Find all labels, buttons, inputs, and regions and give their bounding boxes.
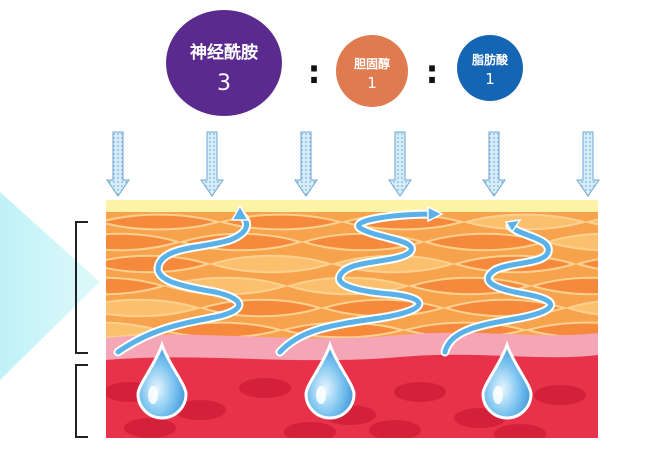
water-droplets [136,340,533,420]
dermis-cell [239,378,291,398]
ratio-name-ceramide: 神经酰胺 [190,42,258,63]
dermis-cells [106,378,586,438]
water-droplet-icon [304,340,356,420]
wavy-arrow-icon [504,219,522,234]
water-droplet-icon [136,340,188,420]
dermis-bracket [75,364,88,438]
water-path-1 [115,211,249,355]
decorative-triangle [0,192,100,380]
epidermis-cell [208,254,334,274]
down-arrow-icon [106,131,130,197]
ratio-circle-ceramide [166,10,282,116]
down-arrow-icon [576,131,600,197]
dermis-cell [284,422,336,438]
ratio-value-fatty-acid: 1 [485,70,495,88]
skin-cross-section [106,200,598,438]
dermis-cell [174,400,226,420]
epidermis-cell [462,213,588,231]
epidermis-cell [106,232,182,252]
water-droplet-icon [481,340,533,420]
epidermis-cell [106,213,222,231]
water-path-2 [277,211,438,355]
epidermis-cell [106,276,167,296]
dermis-cell [369,420,421,438]
penetration-arrows [106,131,600,197]
down-arrow-icon [294,131,318,197]
ratio-value-cholesterol: 1 [367,74,377,92]
down-arrow-icon [482,131,506,197]
epidermis-cell [574,258,598,270]
down-arrow-icon [200,131,224,197]
ratio-name-cholesterol: 胆固醇 [354,56,390,71]
ratio-circle-fatty-acid [457,35,523,101]
dermis-cell [394,382,446,402]
water-paths [113,209,556,357]
ratio-fatty-acid: 脂肪酸 1 [457,35,523,101]
epidermis-cell [218,213,344,231]
ratio-separator-2: : [426,53,439,91]
dermis-cell [534,385,586,405]
ratio-name-fatty-acid: 脂肪酸 [471,52,509,67]
epidermis-cell [529,276,598,296]
ratio-separator-1: : [308,53,321,91]
ratio-circle-cholesterol [336,35,408,107]
down-arrow-icon [388,131,412,197]
dermis-cell [494,424,546,438]
ratio-cholesterol: 胆固醇 1 [336,35,408,107]
epidermis-cell [564,300,598,316]
water-path-3 [442,223,554,355]
ratio-value-ceramide: 3 [217,71,231,96]
epidermis-cell [544,232,598,252]
wavy-arrow-icon [427,205,444,223]
epidermis-cell [106,298,202,318]
ratio-ceramide: 神经酰胺 3 [166,10,282,116]
dermis-cell [124,418,176,438]
epidermis-cell [584,218,598,226]
skin-surface [106,200,598,212]
epidermis-bracket [75,221,88,354]
wavy-arrow-icon [230,204,250,221]
